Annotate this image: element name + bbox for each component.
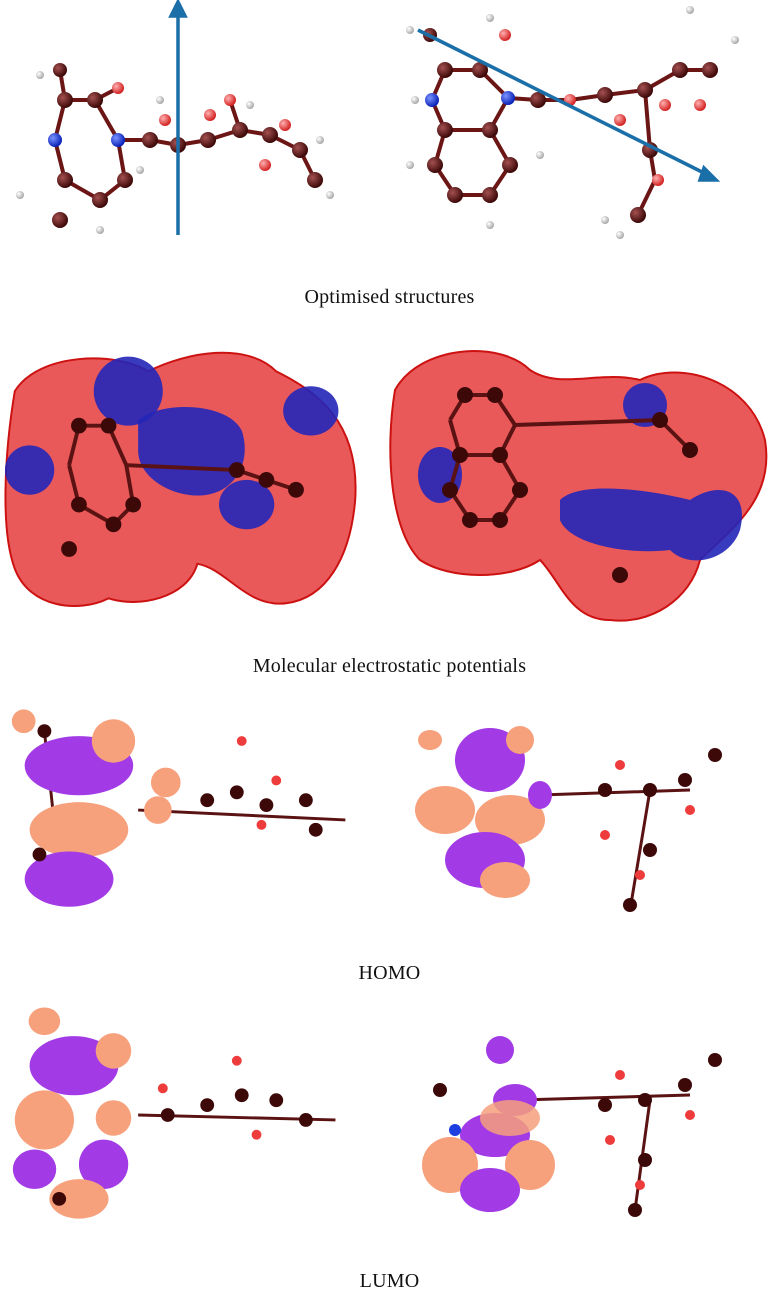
structure-conformer-2	[406, 6, 739, 239]
panel-molecular-electrostatic-potentials: Molecular electrostatic potentials	[0, 330, 779, 690]
caption-lumo: LUMO	[359, 1270, 420, 1292]
caption-molecular-electrostatic-potentials: Molecular electrostatic potentials	[252, 655, 527, 677]
caption-optimised-structures: Optimised structures	[304, 286, 475, 308]
homo-conformer-1	[11, 709, 346, 907]
panel-lumo: LUMO	[0, 1000, 779, 1299]
lumo-conformer-2	[422, 1036, 722, 1217]
atoms	[16, 63, 334, 234]
panel-homo: HOMO	[0, 700, 779, 990]
caption-homo: HOMO	[358, 962, 421, 984]
panel-optimised-structures: Optimised structures	[0, 0, 779, 320]
mep-positive-lobe	[138, 406, 245, 496]
structure-conformer-1	[16, 0, 334, 235]
dipole-arrow	[168, 0, 188, 235]
lumo-conformer-1	[12, 1007, 336, 1219]
mep-conformer-2	[389, 350, 768, 622]
mep-conformer-1	[4, 351, 357, 607]
homo-conformer-2	[415, 726, 722, 912]
